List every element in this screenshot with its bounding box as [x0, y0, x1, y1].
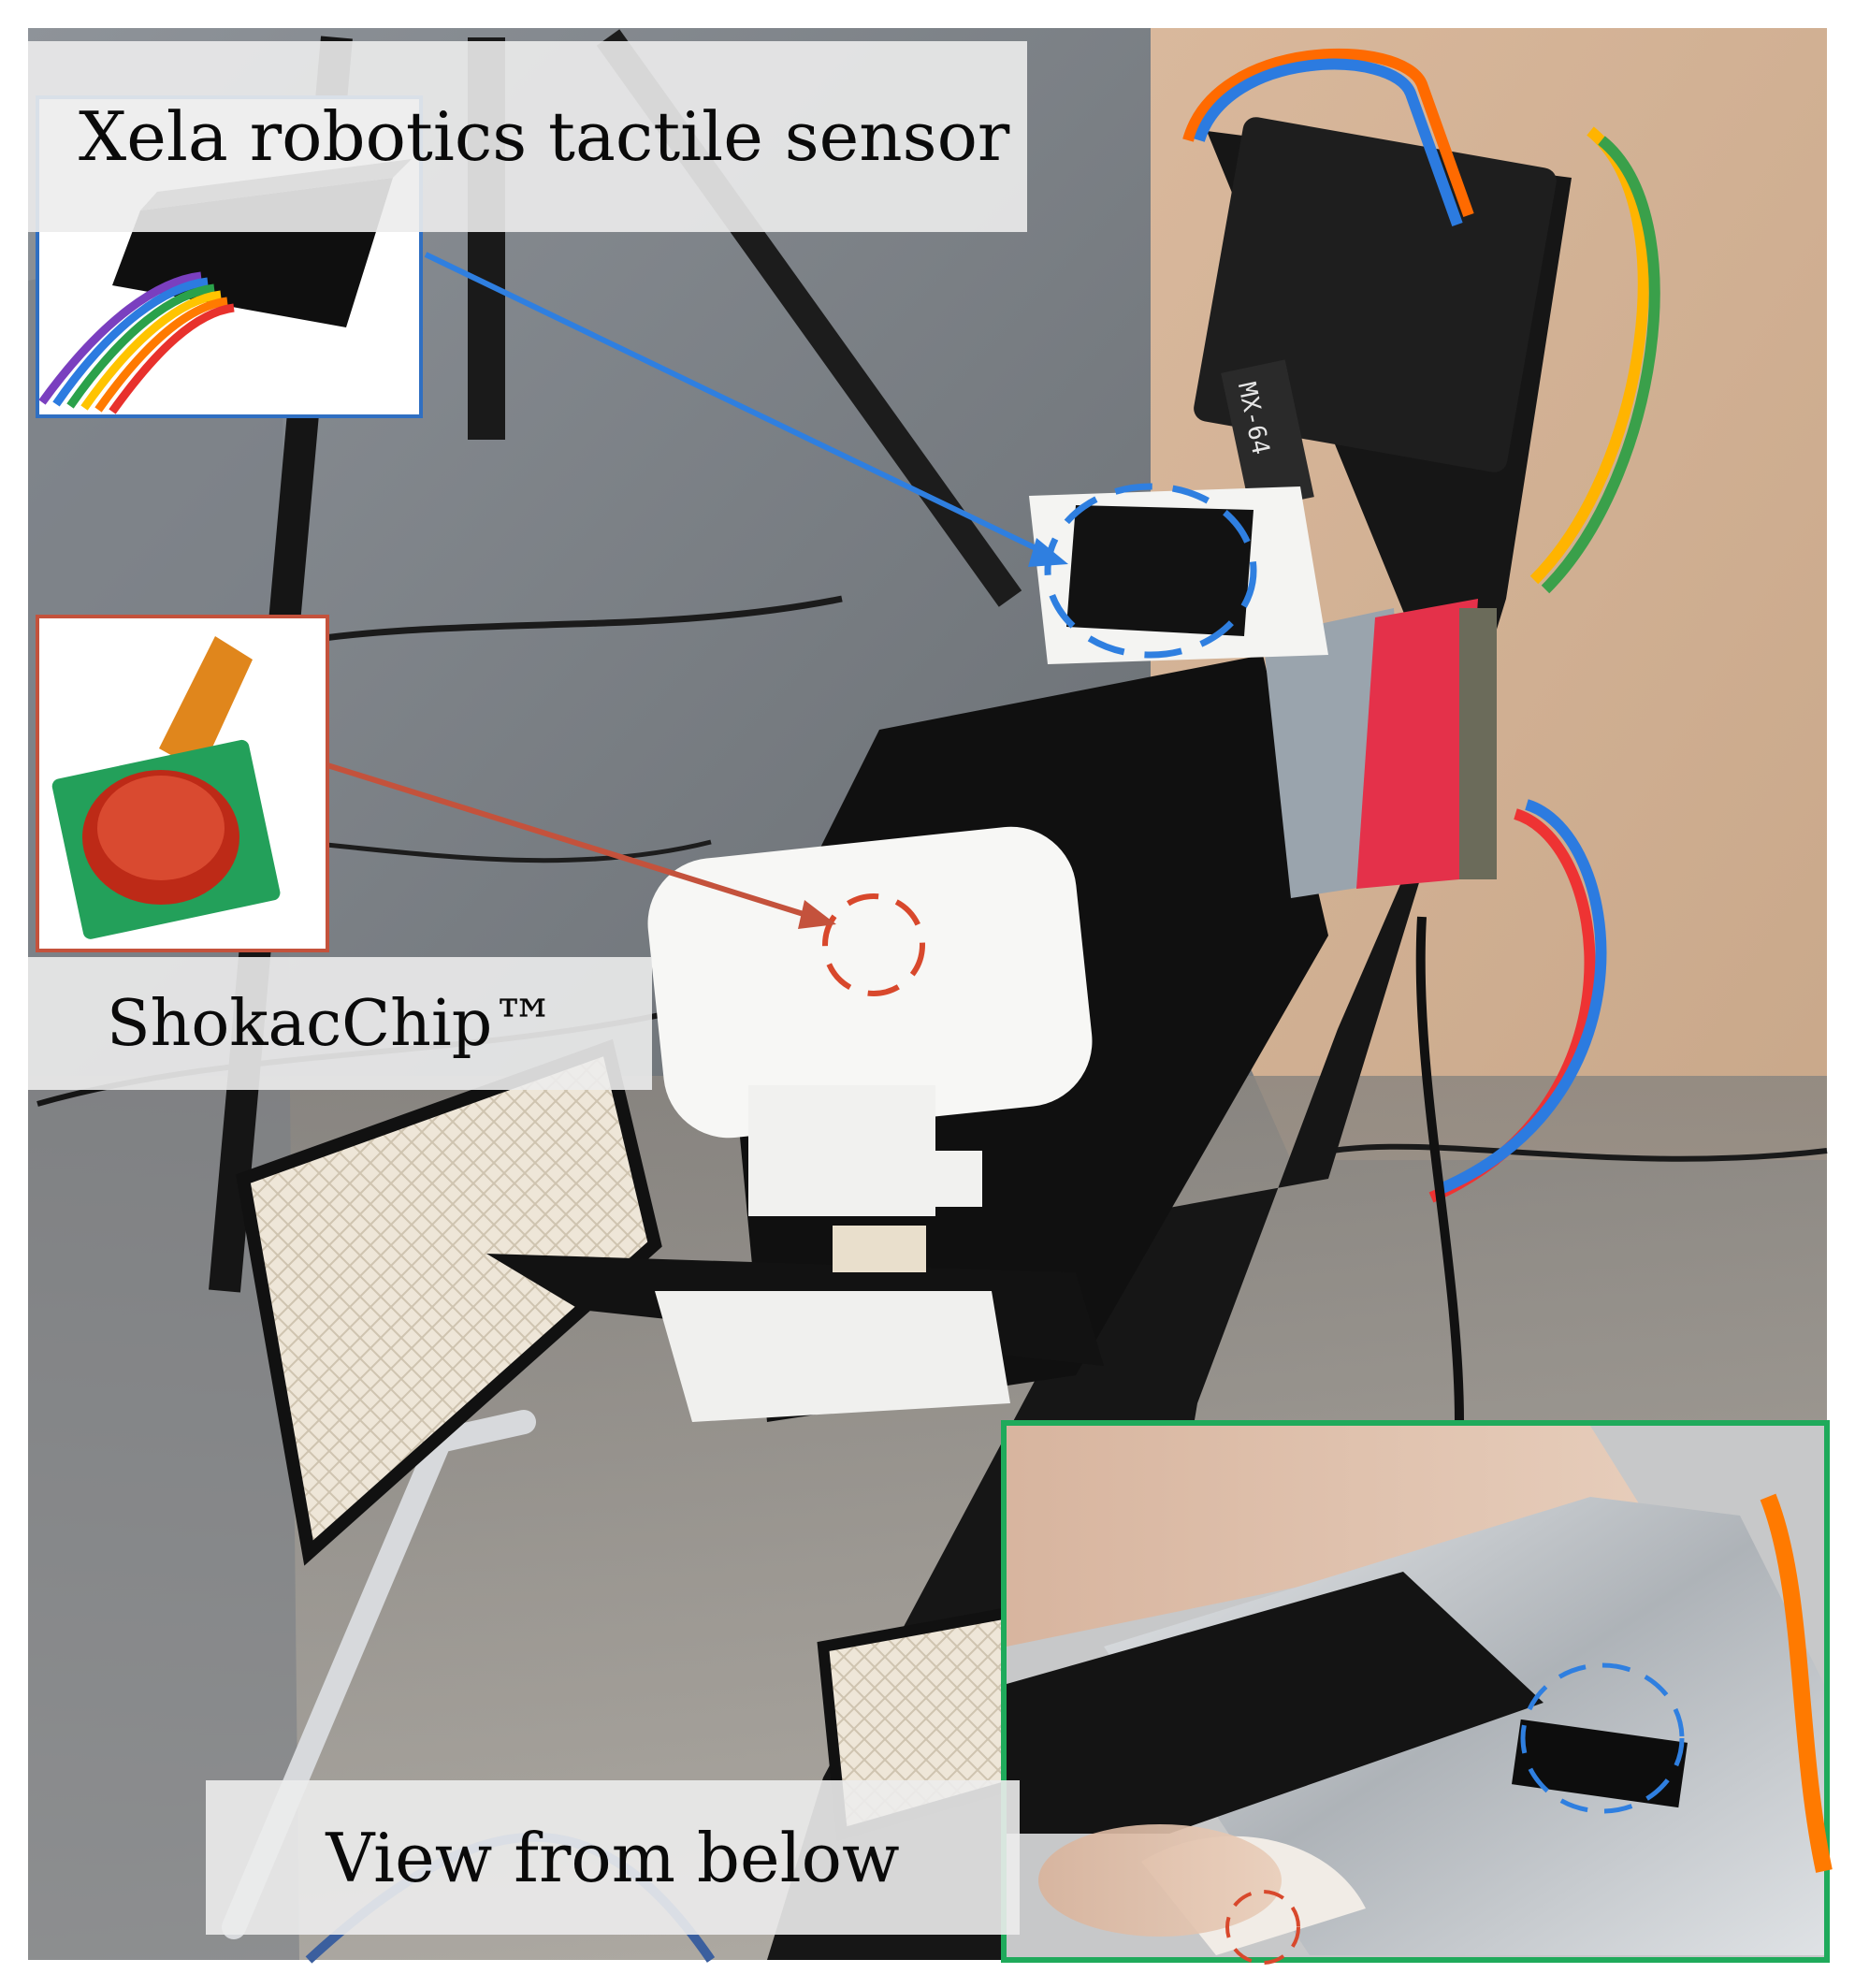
- shokacchip-cover: [647, 826, 1093, 1139]
- view-from-below-inset: [1001, 1420, 1833, 1965]
- xela-marker-circle: [1044, 483, 1257, 659]
- shokacchip-label: ShokacChip™: [107, 986, 557, 1061]
- shokacchip-label-box: ShokacChip™: [28, 957, 652, 1090]
- shokacchip-arrow: [326, 762, 822, 922]
- gripper-finger-left: [236, 1038, 662, 1566]
- view-from-below-label-box: View from below: [206, 1780, 1020, 1935]
- shokacchip-marker-circle: [822, 893, 925, 996]
- xela-arrow: [424, 252, 1057, 560]
- xela-label: Xela robotics tactile sensor: [79, 97, 1010, 176]
- shokacchip-inset: [36, 615, 329, 952]
- red-connector: [1356, 599, 1478, 889]
- view-from-below-label: View from below: [326, 1818, 900, 1897]
- xela-sensor-pad: [1066, 505, 1254, 636]
- xela-label-box: Xela robotics tactile sensor: [28, 41, 1027, 232]
